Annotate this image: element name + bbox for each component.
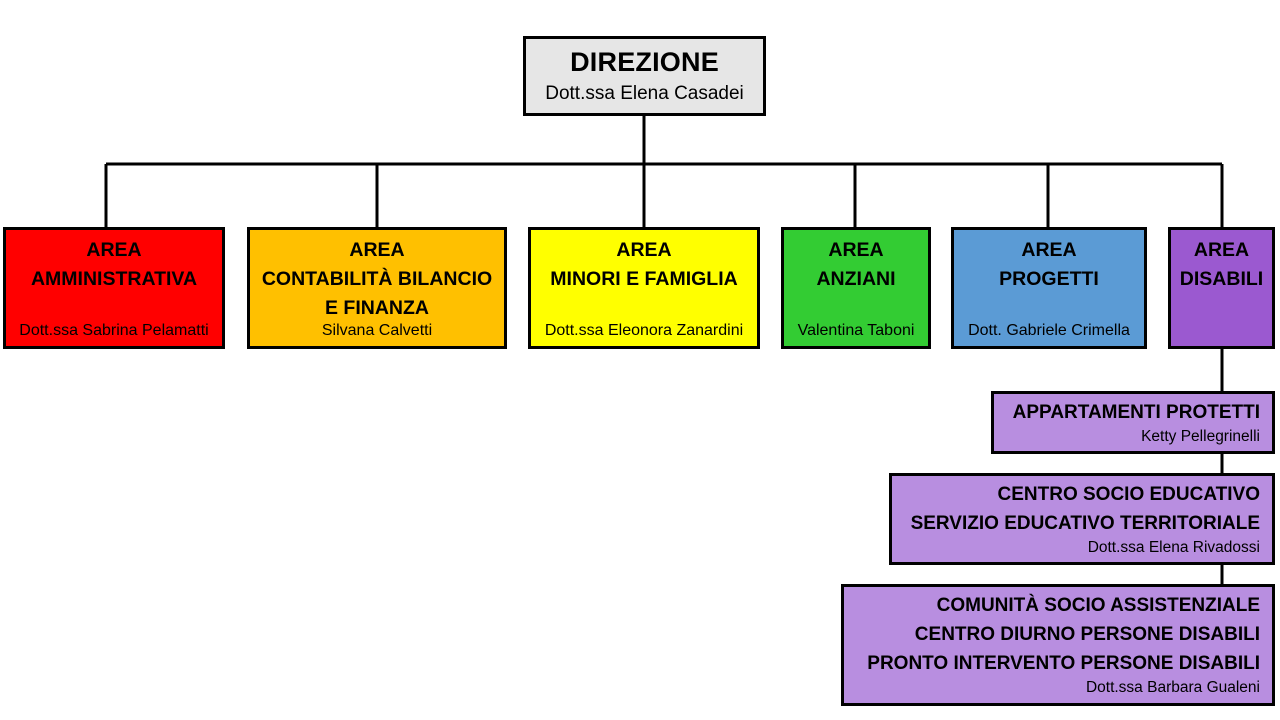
unit-person: Dott.ssa Barbara Gualeni (1085, 679, 1260, 696)
area-person: Dott.ssa Eleonora Zanardini (544, 322, 744, 339)
unit-person: Dott.ssa Elena Rivadossi (1087, 539, 1260, 556)
area-name: PROGETTI (999, 268, 1099, 290)
area-person: Dott.ssa Sabrina Pelamatti (19, 322, 209, 339)
area-person: Valentina Taboni (797, 322, 915, 339)
area-amministrativa-box: AREA AMMINISTRATIVA Dott.ssa Sabrina Pel… (3, 227, 225, 349)
area-progetti-box: AREA PROGETTI Dott. Gabriele Crimella (951, 227, 1147, 349)
area-name-cont: E FINANZA (325, 297, 429, 319)
unit-name: PRONTO INTERVENTO PERSONE DISABILI (867, 653, 1260, 674)
area-person: Dott. Gabriele Crimella (968, 322, 1130, 339)
area-name: ANZIANI (816, 268, 896, 290)
area-label: AREA (828, 239, 884, 261)
area-label: AREA (1193, 239, 1250, 261)
area-name: CONTABILITÀ BILANCIO (261, 268, 493, 290)
unit-appartamenti-protetti-box: APPARTAMENTI PROTETTI Ketty Pellegrinell… (991, 391, 1275, 454)
unit-name: CENTRO SOCIO EDUCATIVO (997, 484, 1261, 505)
unit-name: COMUNITÀ SOCIO ASSISTENZIALE (936, 595, 1260, 616)
area-contabilita-box: AREA CONTABILITÀ BILANCIO E FINANZA Silv… (247, 227, 507, 349)
area-name: DISABILI (1179, 268, 1264, 290)
area-label: AREA (616, 239, 672, 261)
area-label: AREA (86, 239, 142, 261)
area-disabili-box: AREA DISABILI (1168, 227, 1275, 349)
unit-name: SERVIZIO EDUCATIVO TERRITORIALE (910, 513, 1260, 534)
unit-person: Ketty Pellegrinelli (1141, 428, 1260, 445)
direzione-title: DIREZIONE (570, 47, 719, 77)
unit-name: CENTRO DIURNO PERSONE DISABILI (914, 624, 1260, 645)
direzione-person: Dott.ssa Elena Casadei (545, 83, 744, 104)
unit-comunita-socio-assistenziale-box: COMUNITÀ SOCIO ASSISTENZIALE CENTRO DIUR… (841, 584, 1275, 706)
area-anziani-box: AREA ANZIANI Valentina Taboni (781, 227, 931, 349)
area-name: MINORI E FAMIGLIA (550, 268, 738, 290)
area-person: Silvana Calvetti (321, 322, 433, 339)
area-minori-box: AREA MINORI E FAMIGLIA Dott.ssa Eleonora… (528, 227, 760, 349)
area-name: AMMINISTRATIVA (30, 268, 198, 290)
unit-name: APPARTAMENTI PROTETTI (1012, 402, 1260, 423)
unit-centro-socio-educativo-box: CENTRO SOCIO EDUCATIVO SERVIZIO EDUCATIV… (889, 473, 1275, 565)
direzione-box: DIREZIONE Dott.ssa Elena Casadei (523, 36, 766, 116)
area-label: AREA (1021, 239, 1077, 261)
area-label: AREA (349, 239, 405, 261)
